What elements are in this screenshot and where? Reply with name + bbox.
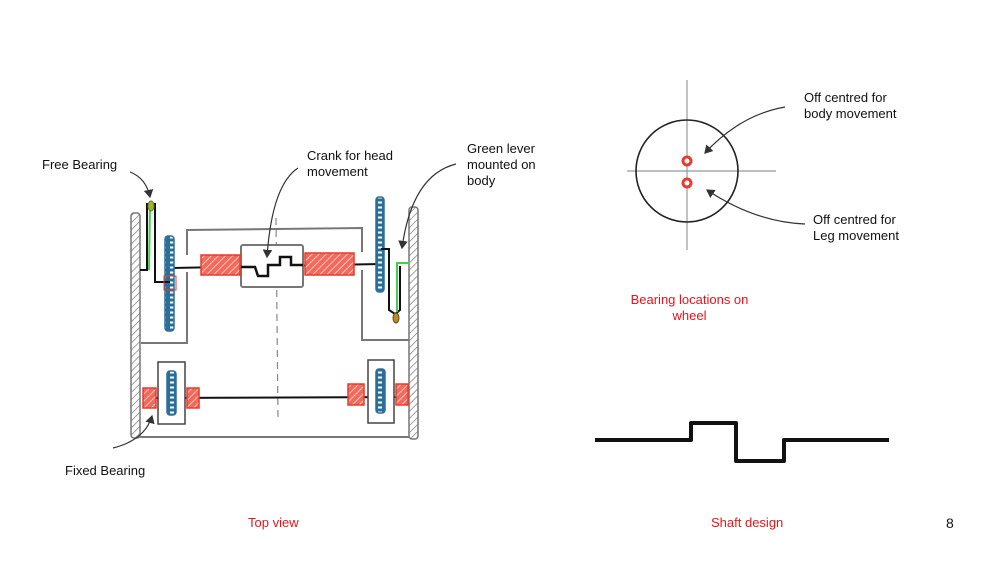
fixed-bearing-arrow	[112, 414, 155, 449]
top-view-caption: Top view	[248, 515, 299, 530]
body-offset-arrow	[704, 106, 786, 154]
crank-arrow	[262, 167, 299, 259]
lower-right-bearing-outer	[395, 383, 409, 406]
right-lever-green	[396, 262, 410, 312]
free-bearing-pin	[147, 200, 155, 212]
leg-bearing-hole	[681, 177, 693, 189]
shaft-profile	[595, 421, 889, 463]
upper-right-bearing	[304, 252, 355, 276]
fixed-bearing-label: Fixed Bearing	[65, 463, 146, 478]
lever-pivot-pin	[392, 312, 400, 324]
leg-offset-arrow	[706, 189, 806, 225]
left-gear-highlight	[163, 275, 177, 291]
shaft-caption: Shaft design	[711, 515, 784, 530]
lower-left-gear	[166, 370, 177, 416]
wheel-diagram	[627, 80, 806, 250]
lower-right-bearing-inner	[347, 383, 365, 406]
top-view-diagram	[112, 163, 457, 449]
left-frame	[141, 272, 188, 344]
shaft-diagram	[595, 421, 889, 463]
green-lever-label: Green lever mounted on body	[467, 141, 536, 188]
right-lever-black	[381, 248, 401, 316]
right-upper-gear	[375, 196, 385, 293]
left-body-wall	[130, 212, 141, 439]
upper-frame	[186, 226, 363, 255]
right-body-wall	[408, 206, 419, 440]
left-upper-gear	[164, 235, 175, 332]
green-lever-arrow	[398, 163, 457, 250]
right-frame	[361, 270, 409, 341]
wheel-outline	[635, 119, 739, 223]
slide-page-number: 8	[946, 515, 954, 531]
left-lever-green	[148, 205, 151, 271]
body-bearing-hole	[681, 155, 693, 167]
wheel-caption: Bearing locations on wheel	[630, 292, 749, 323]
lower-left-bearing-inner	[186, 387, 200, 409]
center-axis	[275, 217, 279, 421]
leg-offset-label: Off centred for Leg movement	[813, 212, 899, 243]
free-bearing-arrow	[129, 171, 154, 199]
free-bearing-label: Free Bearing	[42, 157, 118, 172]
lower-right-gear	[375, 368, 386, 414]
crank-label: Crank for head movement	[307, 148, 393, 179]
body-offset-label: Off centred for body movement	[804, 90, 897, 121]
crank-shaft	[241, 255, 303, 278]
upper-left-bearing	[200, 254, 241, 276]
lower-left-bearing-outer	[142, 387, 157, 409]
